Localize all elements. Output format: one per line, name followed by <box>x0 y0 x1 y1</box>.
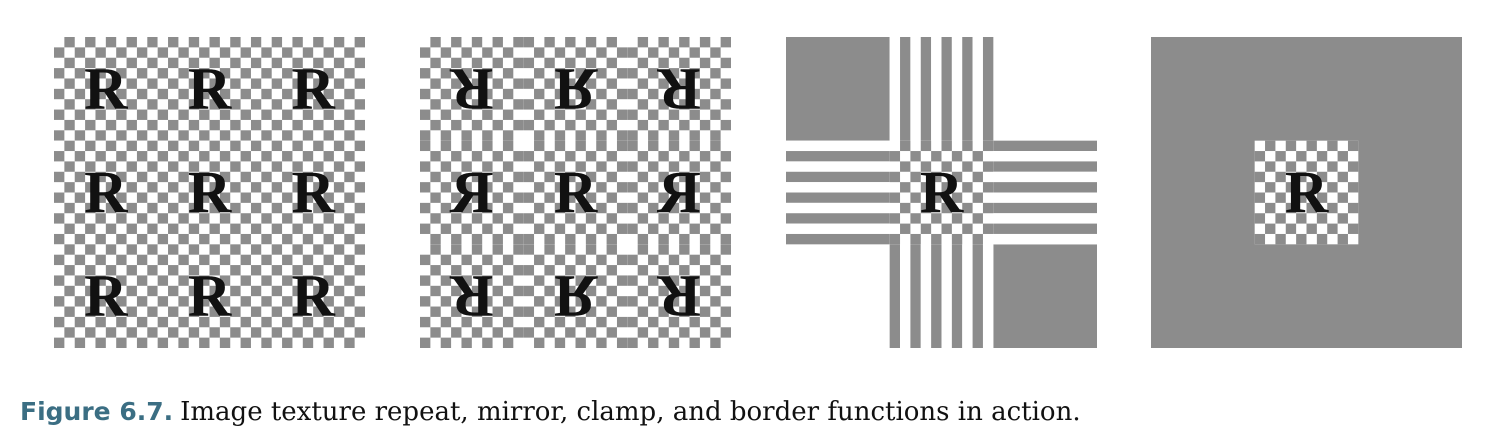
clamp-corner-bottom-right <box>993 244 1097 348</box>
clamp-edge-stripe <box>993 161 1097 172</box>
mirror-tile <box>627 244 731 348</box>
figure-caption: Figure 6.7. Image texture repeat, mirror… <box>20 394 1081 430</box>
clamp-edge-stripe <box>941 244 952 348</box>
clamp-edge-stripe <box>962 37 973 141</box>
repeat-tile <box>54 37 158 141</box>
clamp-edge-stripe <box>941 37 952 141</box>
clamp-corner-top-left <box>786 37 890 141</box>
clamp-edge-stripe <box>786 192 890 203</box>
clamp-edge-stripe <box>993 202 1097 214</box>
clamp-edge-stripe <box>993 223 1097 234</box>
clamp-edge-stripe <box>951 37 963 141</box>
clamp-edge-stripe <box>993 182 1097 193</box>
clamp-edge-stripe <box>962 244 973 348</box>
repeat-tile <box>261 37 365 141</box>
clamp-edge-stripe <box>786 233 890 245</box>
caption-text: Image texture repeat, mirror, clamp, and… <box>180 397 1081 427</box>
mirror-tile <box>420 244 524 348</box>
clamp-edge-stripe <box>786 202 890 214</box>
clamp-texture-image: R <box>786 37 1097 348</box>
border-center-tile <box>1254 140 1359 245</box>
texture-panel-border: R <box>1151 37 1462 348</box>
clamp-edge-stripe <box>972 244 983 348</box>
clamp-edge-stripe <box>993 151 1097 162</box>
mirror-tile <box>627 140 731 245</box>
mirror-tile <box>420 140 524 245</box>
clamp-edge-stripe <box>993 171 1097 183</box>
clamp-edge-stripe <box>993 233 1097 245</box>
clamp-edge-stripe <box>786 223 890 234</box>
clamp-edge-stripe <box>786 171 890 183</box>
repeat-texture-image: R <box>54 37 365 348</box>
clamp-edge-stripe <box>982 37 994 141</box>
clamp-edge-stripe <box>910 244 921 348</box>
clamp-edge-stripe <box>931 37 942 141</box>
repeat-tile <box>261 140 365 245</box>
clamp-edge-stripe <box>951 244 963 348</box>
clamp-edge-stripe <box>993 192 1097 203</box>
mirror-tile <box>420 37 524 141</box>
texture-panel-clamp: R <box>786 37 1097 348</box>
clamp-edge-stripe <box>786 140 890 152</box>
mirror-tile <box>523 37 628 141</box>
repeat-tile <box>157 140 262 245</box>
mirror-tile <box>627 37 731 141</box>
mirror-tile <box>523 244 628 348</box>
clamp-edge-stripe <box>889 37 901 141</box>
clamp-edge-stripe <box>993 140 1097 152</box>
clamp-edge-stripe <box>786 213 890 224</box>
clamp-edge-stripe <box>993 213 1097 224</box>
clamp-edge-stripe <box>889 244 901 348</box>
mirror-texture-image: R <box>420 37 731 348</box>
clamp-edge-stripe <box>900 244 911 348</box>
clamp-edge-stripe <box>900 37 911 141</box>
mirror-tile <box>523 140 628 245</box>
repeat-tile <box>54 140 158 245</box>
clamp-edge-stripe <box>786 182 890 193</box>
clamp-edge-stripe <box>931 244 942 348</box>
clamp-corner-bottom-left <box>786 244 890 348</box>
repeat-tile <box>157 37 262 141</box>
border-texture-image: R <box>1151 37 1462 348</box>
repeat-tile <box>54 244 158 348</box>
repeat-tile <box>157 244 262 348</box>
clamp-edge-stripe <box>786 161 890 172</box>
texture-panel-repeat: R <box>54 37 365 348</box>
clamp-edge-stripe <box>786 151 890 162</box>
clamp-edge-stripe <box>982 244 994 348</box>
clamp-edge-stripe <box>920 37 932 141</box>
clamp-edge-stripe <box>972 37 983 141</box>
repeat-tile <box>261 244 365 348</box>
figure-label: Figure 6.7. <box>20 397 174 426</box>
clamp-edge-stripe <box>910 37 921 141</box>
clamp-center-tile <box>889 140 994 245</box>
clamp-corner-top-right <box>993 37 1097 141</box>
texture-panel-mirror: R <box>420 37 731 348</box>
clamp-edge-stripe <box>920 244 932 348</box>
